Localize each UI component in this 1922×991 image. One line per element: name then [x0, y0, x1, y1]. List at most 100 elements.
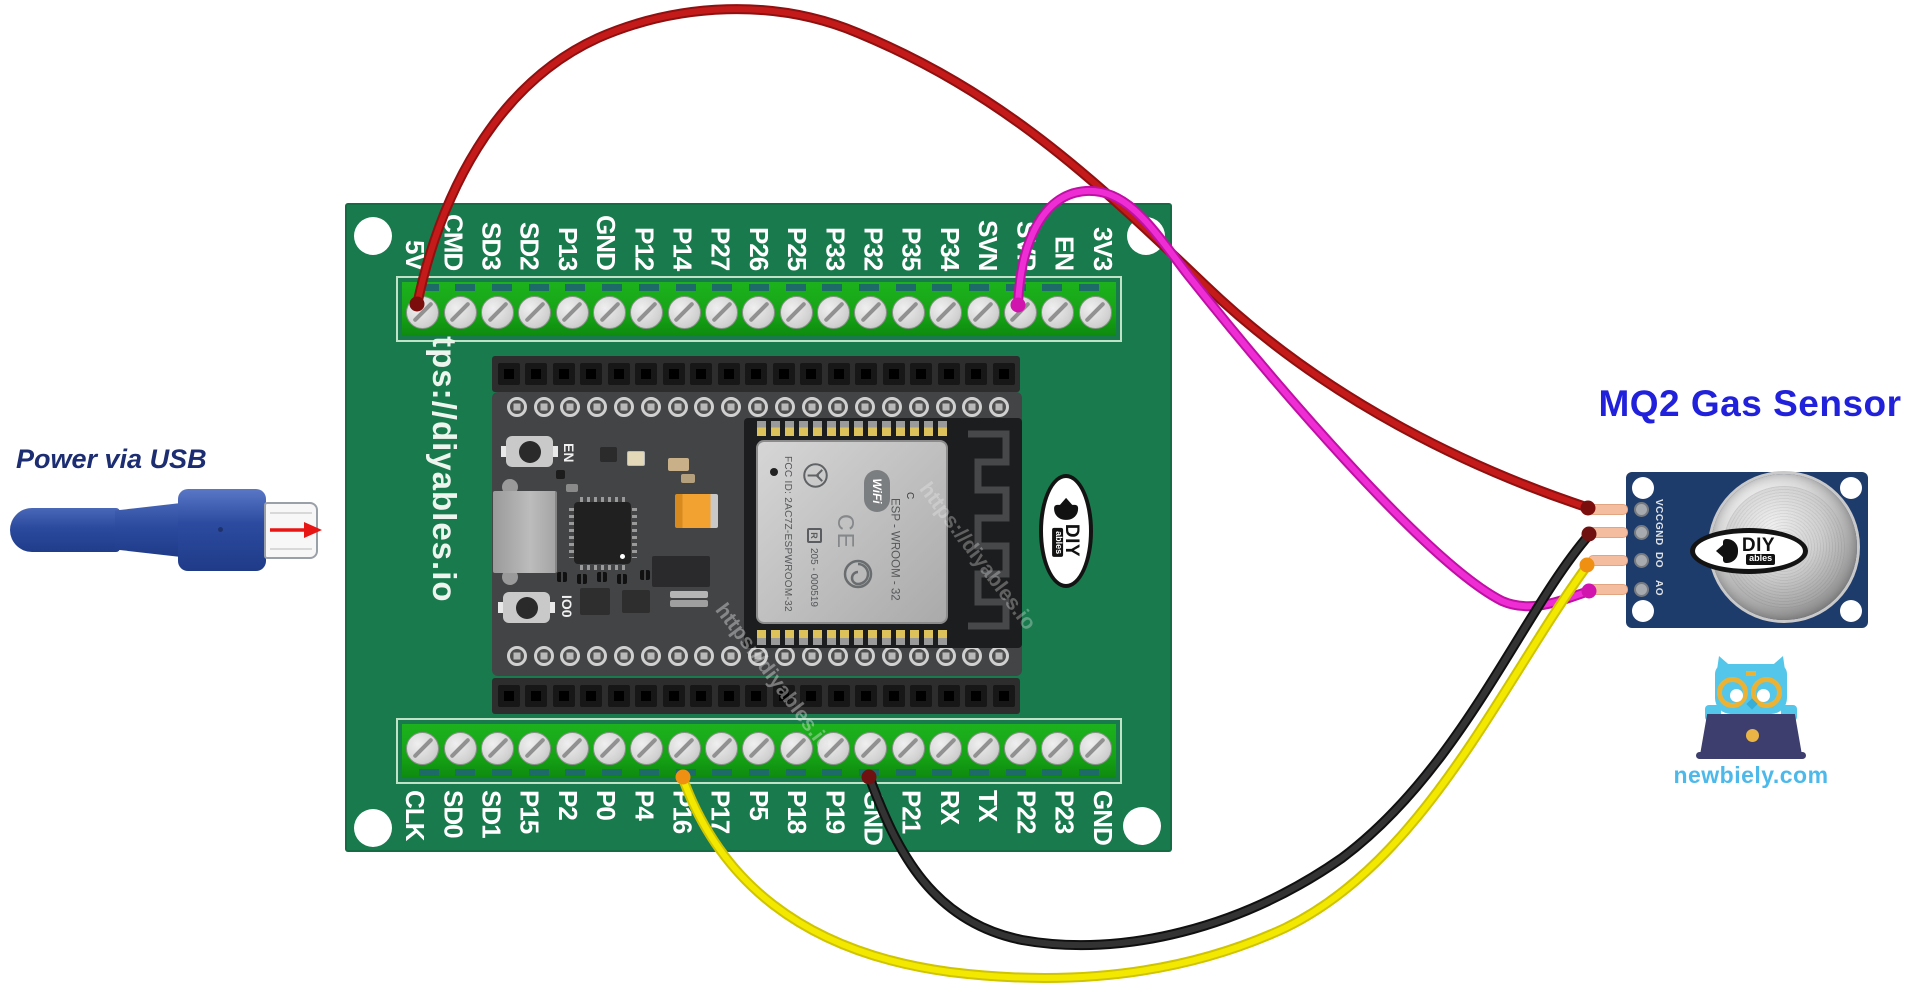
header-socket: [580, 685, 602, 707]
terminal-clamp-slot: [1042, 284, 1063, 291]
pin-label-p19: P19: [820, 790, 851, 834]
pin-label-p15: P15: [514, 790, 545, 834]
esp32-pin: [828, 397, 849, 417]
pin-label-clk: CLK: [400, 790, 431, 841]
terminal-clamp-slot: [785, 284, 806, 291]
terminal-screw: [1003, 731, 1037, 765]
mounting-hole: [1123, 807, 1161, 845]
terminal-screw: [817, 731, 851, 765]
module-serial-text: 205 - 000519: [808, 548, 819, 607]
header-socket: [800, 363, 822, 385]
header-socket: [690, 363, 712, 385]
diyables-sub-text: ables: [1052, 528, 1064, 558]
esp32-pin: [935, 646, 956, 666]
module-castellation: [854, 629, 864, 645]
pin-label-svn: SVN: [973, 219, 1004, 270]
pin-label-p4: P4: [629, 790, 660, 820]
sensor-pin-label-vcc: VCC: [1653, 499, 1664, 522]
esp32-pin: [962, 397, 983, 417]
diyables-logo: DIY ables: [1690, 528, 1808, 574]
terminal-screw: [555, 295, 589, 329]
terminal-screw: [518, 295, 552, 329]
header-socket: [497, 363, 520, 385]
component: [640, 570, 650, 580]
mounting-hole: [1840, 600, 1862, 622]
terminal-screw: [705, 295, 739, 329]
usb-connector-dot: [218, 527, 223, 532]
module-castellation: [910, 629, 920, 645]
esp32-pin: [908, 397, 929, 417]
pin-label-p12: P12: [629, 226, 660, 270]
module-castellation: [770, 420, 780, 436]
terminal-clamp-slot: [455, 769, 476, 776]
pin-label-tx: TX: [973, 790, 1004, 822]
header-socket: [635, 363, 657, 385]
owl-icon: [1705, 656, 1797, 721]
terminal-screw: [742, 295, 776, 329]
module-castellation: [923, 420, 933, 436]
terminal-screw: [406, 295, 440, 329]
sensor-pin-label-do: DO: [1653, 552, 1664, 568]
esp32-pin: [828, 646, 849, 666]
terminal-screw: [891, 295, 925, 329]
module-castellation: [882, 420, 892, 436]
terminal-clamp-slot: [932, 284, 953, 291]
component: [668, 458, 689, 471]
diyables-icon: [1715, 538, 1738, 563]
terminal-clamp-slot: [565, 769, 586, 776]
module-castellation: [756, 629, 766, 645]
terminal-clamp-slot: [858, 284, 879, 291]
diyables-brand-text: DIY: [1741, 535, 1776, 556]
terminal-clamp-slot: [492, 769, 513, 776]
terminal-screw: [854, 295, 888, 329]
esp32-pin: [774, 646, 795, 666]
terminal-screw: [406, 731, 440, 765]
transistor: [622, 590, 650, 613]
module-castellation: [826, 420, 836, 436]
module-castellation: [798, 629, 808, 645]
module-castellation: [812, 420, 822, 436]
pin-label-svp: SVP: [1011, 220, 1042, 270]
sensor-pad-do: [1634, 552, 1649, 568]
terminal-screw: [593, 731, 627, 765]
terminal-clamp-slot: [528, 284, 549, 291]
sensor-pin-stub-ao: [1588, 583, 1628, 595]
esp32-pin: [855, 646, 876, 666]
esp32-pin: [560, 397, 581, 417]
component: [670, 600, 708, 607]
component: [627, 451, 645, 466]
esp32-pin: [774, 397, 795, 417]
esp32-pin: [855, 397, 876, 417]
pin-label-sd0: SD0: [438, 790, 469, 838]
header-socket: [552, 685, 575, 707]
bottom-terminal-block: [402, 724, 1116, 778]
terminal-screw: [1078, 295, 1112, 329]
terminal-screw: [443, 731, 477, 765]
micro-usb-port: [493, 491, 557, 573]
component: [670, 591, 708, 598]
usb-connector-plug: [178, 489, 266, 571]
header-socket: [745, 685, 767, 707]
module-castellation: [868, 420, 878, 436]
terminal-clamp-slot: [932, 769, 953, 776]
diyables-logo: DIY ables: [1039, 474, 1093, 588]
esp32-pin: [613, 397, 634, 417]
header-socket: [937, 685, 960, 707]
laptop-base: [1696, 752, 1806, 759]
terminal-screw: [667, 731, 701, 765]
terminal-screw: [1078, 731, 1112, 765]
header-socket: [992, 363, 1015, 385]
diyables-icon: [1054, 504, 1079, 520]
pin-label-p14: P14: [667, 226, 698, 270]
esp32-pin: [613, 646, 634, 666]
newbiely-site-text: newbiely.com: [1673, 762, 1829, 788]
esp-wroom-32-module: FCC ID: 2AC7Z-ESPWROOM-32 R 205 - 000519…: [744, 418, 1022, 648]
terminal-screw: [891, 731, 925, 765]
pin-label-p22: P22: [1011, 790, 1042, 834]
header-socket: [992, 685, 1015, 707]
header-socket: [635, 685, 657, 707]
mounting-hole: [1840, 477, 1862, 499]
esp32-pin: [506, 646, 527, 666]
header-socket: [717, 363, 740, 385]
pin-label-p16: P16: [667, 790, 698, 834]
